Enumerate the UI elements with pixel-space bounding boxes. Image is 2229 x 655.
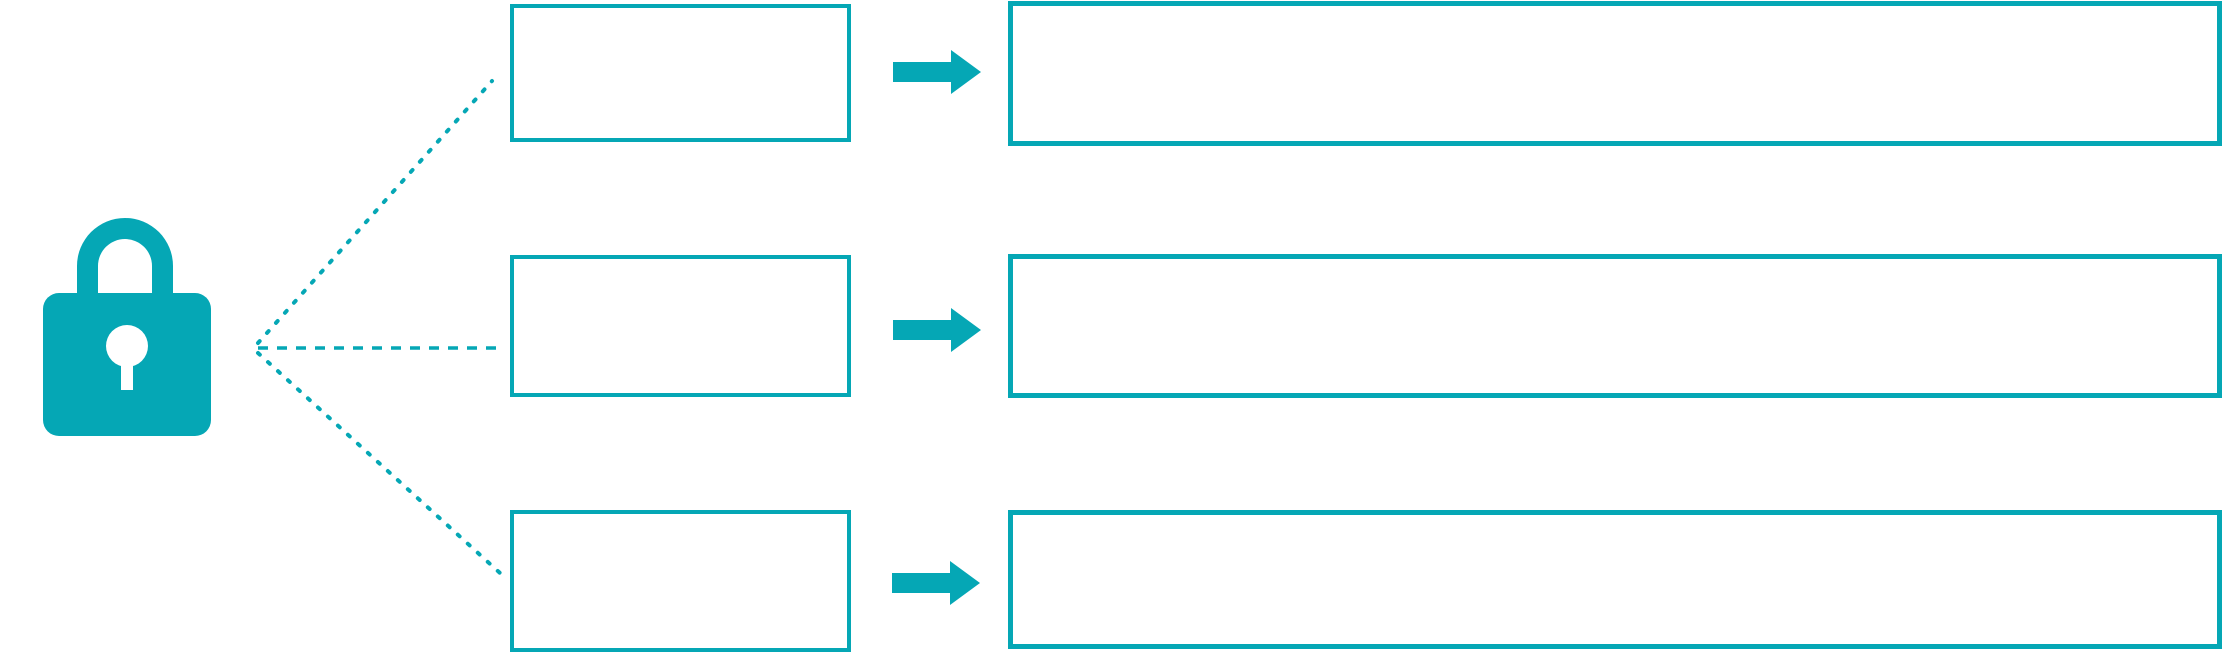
row-2-target-box (1008, 254, 2222, 398)
lock-keyhole-circle (106, 325, 148, 367)
dotted-line-top (256, 79, 494, 345)
row-1-source-box (510, 4, 851, 142)
row-2-source-box (510, 255, 851, 397)
lock-icon (43, 218, 211, 436)
row-3-target-box (1008, 510, 2222, 649)
row-1-target-box (1008, 1, 2222, 146)
lock-shackle (77, 218, 173, 303)
dotted-line-bottom (256, 351, 502, 575)
lock-keyhole-stem (121, 348, 133, 390)
row-3-source-box (510, 510, 851, 652)
arrow-right-icon (893, 50, 981, 94)
arrow-right-icon (892, 561, 980, 605)
arrow-right-icon (893, 308, 981, 352)
